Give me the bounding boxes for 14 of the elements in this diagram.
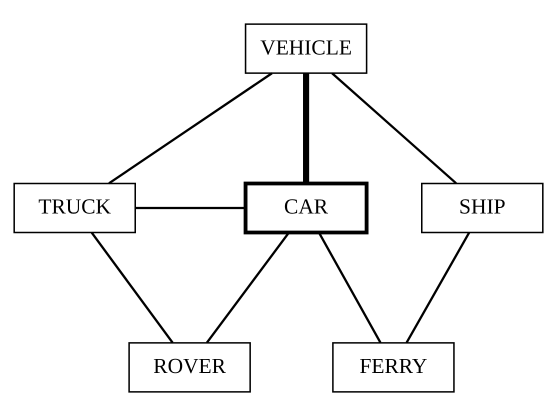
connector bbox=[90, 231, 174, 343]
node-box: FERRY bbox=[332, 342, 455, 392]
connector bbox=[331, 72, 457, 184]
connector bbox=[108, 72, 273, 184]
node-box: ROVER bbox=[128, 342, 251, 392]
connector bbox=[318, 232, 382, 343]
node-box: TRUCK bbox=[13, 182, 136, 233]
connector bbox=[206, 231, 290, 343]
connector bbox=[303, 72, 310, 183]
node-box: SHIP bbox=[421, 182, 544, 233]
connector bbox=[135, 206, 246, 209]
node-box: CAR bbox=[244, 181, 369, 234]
node-box: VEHICLE bbox=[244, 22, 368, 74]
connector bbox=[406, 232, 470, 343]
